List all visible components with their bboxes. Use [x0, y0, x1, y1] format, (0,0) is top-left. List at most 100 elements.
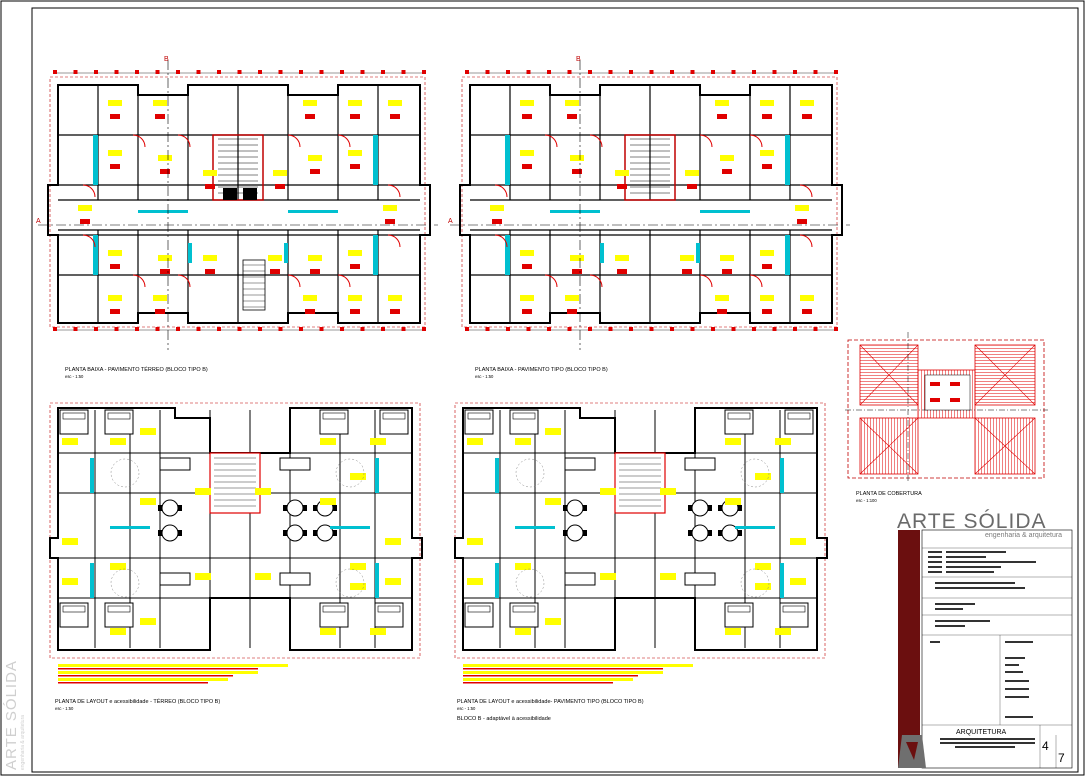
bed	[784, 409, 814, 435]
chair	[688, 530, 692, 536]
room-label	[565, 295, 579, 301]
dimension-mark	[711, 70, 715, 74]
chair	[563, 505, 567, 511]
chair	[303, 505, 307, 511]
dimension-mark	[196, 70, 201, 74]
pillow	[512, 605, 536, 613]
dimension-mark	[401, 70, 406, 74]
room-tag	[717, 309, 727, 314]
dining-table	[566, 524, 584, 542]
room-label	[348, 150, 362, 156]
furniture-label	[320, 438, 336, 445]
room-tag	[567, 114, 577, 119]
chair	[563, 530, 567, 536]
chair	[708, 505, 712, 511]
dimension-mark	[381, 327, 385, 331]
glazing	[373, 235, 378, 275]
furniture-label	[545, 428, 561, 435]
room-tag	[350, 114, 360, 119]
glazing	[515, 526, 555, 529]
room-label	[388, 100, 402, 106]
chair	[303, 530, 307, 536]
elevator	[223, 188, 237, 200]
dimension-mark	[319, 327, 324, 331]
furniture-label	[725, 498, 741, 505]
plan4-title: PLANTA DE LAYOUT e acessibilidade- PAVIM…	[457, 699, 644, 705]
dimension-mark	[690, 70, 695, 74]
furniture-label	[110, 438, 126, 445]
room-label	[615, 255, 629, 261]
sofa	[279, 457, 311, 471]
corridor	[58, 200, 420, 230]
dimension-mark	[401, 327, 406, 331]
dimension-mark	[258, 327, 262, 331]
room-tag	[310, 269, 320, 274]
room-tag	[682, 269, 692, 274]
furniture-label	[515, 438, 531, 445]
room-label	[273, 170, 287, 176]
room-label	[388, 295, 402, 301]
room-label	[153, 295, 167, 301]
furniture-label	[755, 583, 771, 590]
room-label	[158, 155, 172, 161]
room-tag	[160, 169, 170, 174]
room-label	[78, 205, 92, 211]
dimension-mark	[360, 327, 365, 331]
dimension-mark	[813, 327, 818, 331]
dimension-mark	[526, 70, 531, 74]
dimension-mark	[94, 327, 98, 331]
room-tag	[155, 309, 165, 314]
bed	[509, 409, 539, 435]
bed	[724, 602, 754, 628]
room-tag	[797, 219, 807, 224]
room-label	[108, 100, 122, 106]
dimension-mark	[649, 70, 654, 74]
room-label	[760, 150, 774, 156]
furniture-label	[660, 488, 676, 495]
pillow	[727, 605, 751, 613]
room-tag	[802, 309, 812, 314]
furniture-label	[350, 583, 366, 590]
room-label	[720, 255, 734, 261]
room-label	[520, 295, 534, 301]
room-tag	[350, 264, 360, 269]
dimension-mark	[217, 327, 221, 331]
dimension-mark	[114, 70, 119, 74]
room-label	[615, 170, 629, 176]
furniture-label	[62, 538, 78, 545]
room-label	[303, 295, 317, 301]
dining-table	[286, 499, 304, 517]
furniture-label	[110, 628, 126, 635]
plan2-title: PLANTA BAIXA - PAVIMENTO TIPO (BLOCO TIP…	[475, 367, 608, 373]
sofa	[279, 572, 311, 586]
room-label	[800, 100, 814, 106]
chair	[313, 530, 317, 536]
entry-stair	[242, 259, 266, 311]
room-tag	[275, 184, 285, 189]
pillow	[727, 412, 751, 420]
furniture-label	[195, 488, 211, 495]
furniture-label	[660, 573, 676, 580]
room-label	[520, 250, 534, 256]
dimension-mark	[237, 327, 242, 331]
elevator	[243, 188, 257, 200]
bed	[374, 602, 404, 628]
dimension-mark	[217, 70, 221, 74]
dimension-mark	[114, 327, 119, 331]
dimension-mark	[506, 70, 510, 74]
room-tag	[492, 219, 502, 224]
note-line	[463, 671, 663, 674]
pillow	[787, 412, 811, 420]
door-swing	[799, 184, 813, 198]
sofa	[159, 572, 191, 586]
room-tag	[110, 309, 120, 314]
dimension-mark	[176, 327, 180, 331]
furniture-label	[467, 538, 483, 545]
chair	[178, 530, 182, 536]
room-label	[795, 205, 809, 211]
plan4-scale: esc - 1:50	[457, 706, 476, 711]
glazing	[375, 458, 379, 493]
glazing	[284, 243, 288, 263]
chair	[738, 530, 742, 536]
chair	[333, 505, 337, 511]
